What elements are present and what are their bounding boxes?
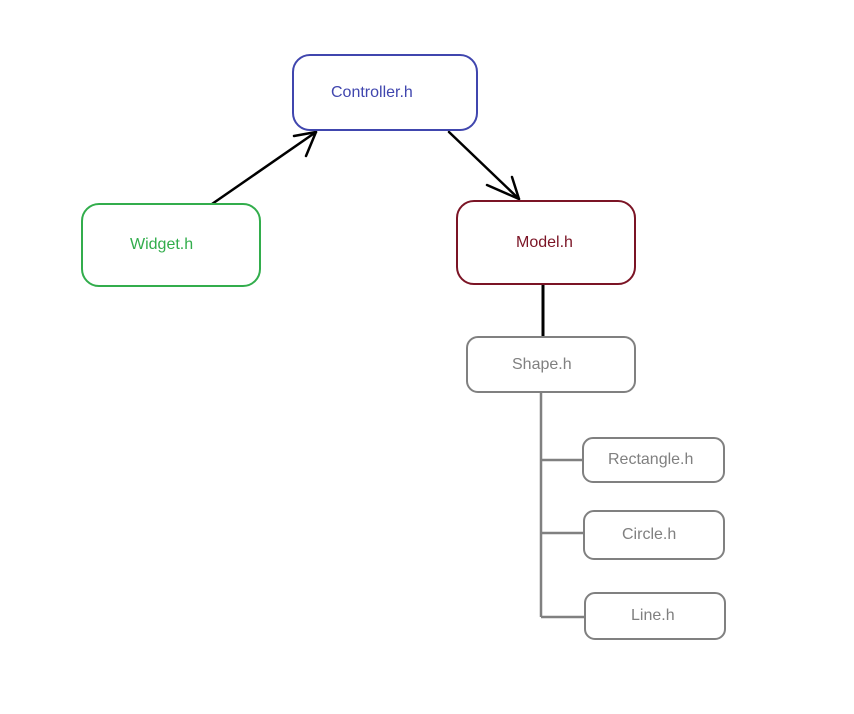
model-node: Model.h — [456, 200, 636, 285]
widget-label: Widget.h — [130, 236, 194, 253]
edge-widget-controller-arrowhead — [292, 130, 318, 158]
rectangle-node: Rectangle.h — [582, 437, 725, 483]
edge-controller-model-arrowhead — [485, 175, 521, 201]
line-label: Line.h — [631, 607, 675, 624]
widget-node: Widget.h — [81, 203, 261, 287]
circle-node: Circle.h — [583, 510, 725, 560]
line-node: Line.h — [584, 592, 726, 640]
edge-widget-to-controller — [210, 130, 318, 206]
controller-label: Controller.h — [331, 83, 413, 101]
model-label: Model.h — [516, 233, 573, 251]
shape-node: Shape.h — [466, 336, 636, 393]
edge-widget-controller-line — [210, 130, 318, 206]
edge-controller-model-line — [447, 130, 521, 201]
controller-node: Controller.h — [292, 54, 478, 131]
circle-label: Circle.h — [622, 526, 677, 543]
rectangle-label: Rectangle.h — [608, 451, 694, 468]
edge-controller-to-model — [447, 130, 521, 201]
shape-label: Shape.h — [512, 355, 572, 373]
edge-shape-children — [539, 393, 585, 619]
